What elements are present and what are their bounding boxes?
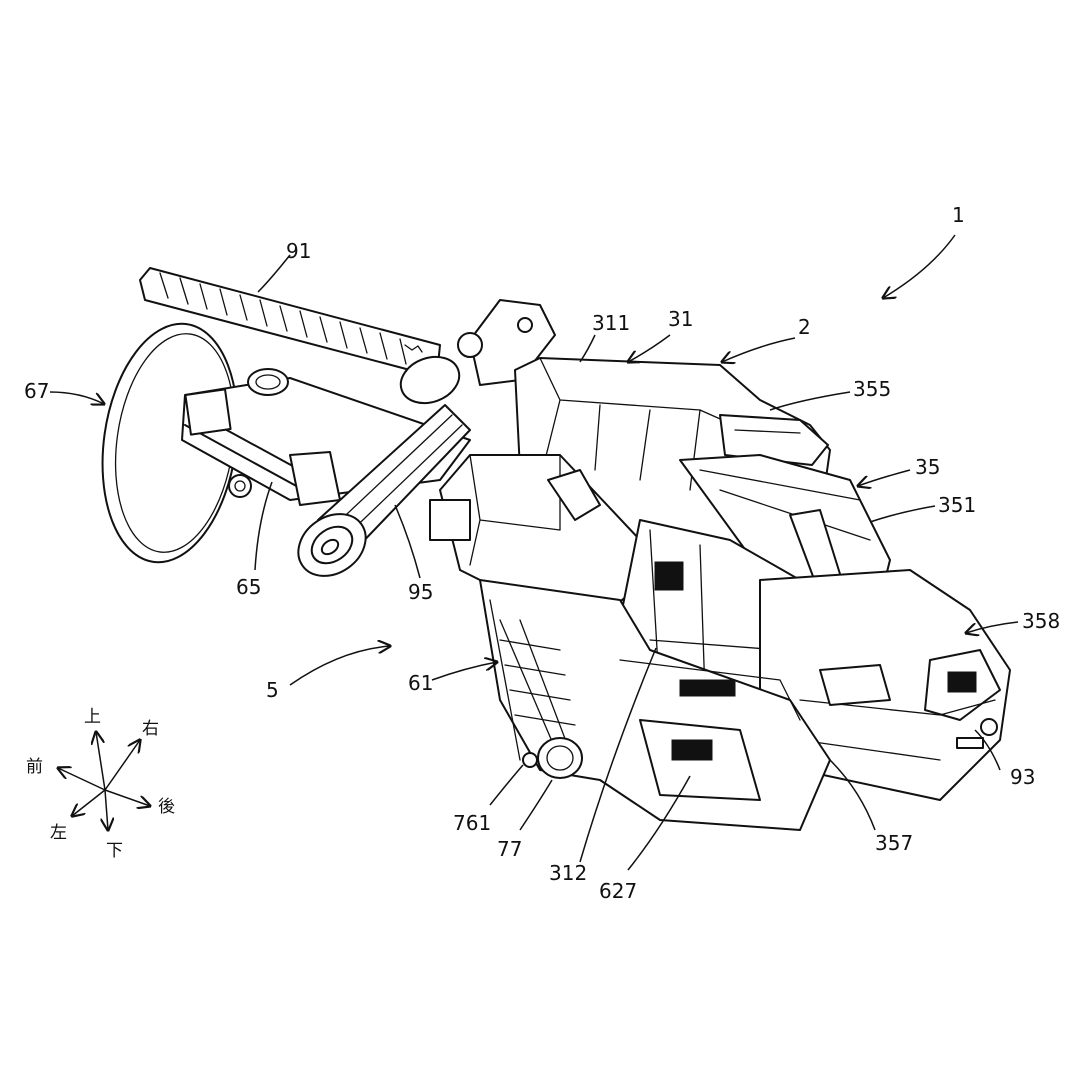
dust-collector-body xyxy=(479,579,831,831)
label-357: 357 xyxy=(875,831,913,855)
leader-2 xyxy=(722,337,796,362)
label-93: 93 xyxy=(1010,765,1035,789)
leader-358 xyxy=(966,621,1019,633)
label-761: 761 xyxy=(453,811,491,835)
leader-5 xyxy=(289,646,390,686)
leader-65 xyxy=(254,481,273,571)
dir-left: 左 xyxy=(50,823,67,843)
dir-front: 前 xyxy=(26,757,43,777)
dir-down: 下 xyxy=(106,841,123,861)
leader-91 xyxy=(257,254,291,293)
leader-355 xyxy=(769,391,851,411)
arrow-down xyxy=(105,789,108,830)
leader-61 xyxy=(431,662,497,681)
leader-lines xyxy=(49,234,1019,871)
label-35: 35 xyxy=(915,455,940,479)
label-627: 627 xyxy=(599,879,637,903)
arrow-front xyxy=(58,768,106,791)
rear-handle xyxy=(679,454,891,611)
tool-holder xyxy=(457,299,556,386)
label-67: 67 xyxy=(24,379,49,403)
leader-67 xyxy=(49,391,104,404)
leader-761 xyxy=(489,764,524,806)
gear-housing xyxy=(429,454,641,611)
label-355: 355 xyxy=(853,377,891,401)
dir-right: 右 xyxy=(142,719,159,739)
leader-77 xyxy=(519,779,553,831)
leader-95 xyxy=(394,504,421,579)
leader-35 xyxy=(858,469,911,486)
label-311: 311 xyxy=(592,311,630,335)
leader-1 xyxy=(883,234,956,298)
reference-labels: 1 2 31 311 355 35 351 358 93 357 91 67 6… xyxy=(24,203,1060,903)
leader-93 xyxy=(974,729,1001,771)
direction-legend: 上 下 前 後 左 右 xyxy=(26,707,175,861)
leader-311 xyxy=(579,334,596,363)
label-77: 77 xyxy=(497,837,522,861)
leader-312 xyxy=(579,647,657,863)
label-358: 358 xyxy=(1022,609,1060,633)
label-312: 312 xyxy=(549,861,587,885)
label-5: 5 xyxy=(266,678,279,702)
label-1: 1 xyxy=(952,203,965,227)
leader-351 xyxy=(869,505,936,523)
label-91: 91 xyxy=(286,239,311,263)
label-31: 31 xyxy=(668,307,693,331)
battery-pack xyxy=(759,569,1011,801)
arrow-up xyxy=(96,732,106,791)
label-2: 2 xyxy=(798,315,811,339)
arrow-right xyxy=(104,740,140,791)
arrow-rear xyxy=(104,789,150,806)
leader-627 xyxy=(627,775,691,871)
arrow-left xyxy=(72,789,106,816)
label-61: 61 xyxy=(408,671,433,695)
label-351: 351 xyxy=(938,493,976,517)
label-65: 65 xyxy=(236,575,261,599)
dir-rear: 後 xyxy=(158,797,175,817)
leader-357 xyxy=(829,759,876,831)
leader-31 xyxy=(628,334,671,362)
side-handle xyxy=(297,355,471,577)
dir-up: 上 xyxy=(84,707,101,727)
label-95: 95 xyxy=(408,580,433,604)
